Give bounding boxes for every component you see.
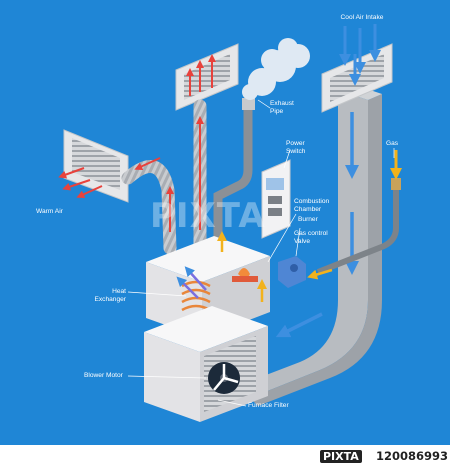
gas-control-valve xyxy=(278,256,306,288)
gas-pipe xyxy=(316,150,402,275)
label-warm-air: Warm Air xyxy=(36,208,63,215)
label-exhaust-pipe: Exhaust Pipe xyxy=(270,100,294,115)
label-gas-control-valve: Gas control Valve xyxy=(294,230,328,245)
exhaust-cloud xyxy=(242,38,310,100)
exhaust-pipe xyxy=(213,98,255,240)
blower-motor xyxy=(204,336,256,412)
label-burner: Burner xyxy=(298,216,318,223)
label-gas: Gas xyxy=(386,140,399,147)
burner-flame xyxy=(232,268,258,282)
cool-air-arrows xyxy=(339,24,381,86)
label-heat-exchanger: Heat Exchanger xyxy=(94,288,126,303)
label-combustion-chamber: Combustion Chamber xyxy=(294,198,330,213)
label-power-switch: Power Switch xyxy=(286,140,306,155)
label-cool-air-intake: Cool Air Intake xyxy=(340,14,384,21)
image-id: 120086993 xyxy=(376,449,449,463)
brand-text: PIXTA xyxy=(320,450,362,463)
label-blower-motor: Blower Motor xyxy=(84,372,123,379)
warm-air-grille-top xyxy=(175,43,239,111)
label-furnace-filter: Furnace Filter xyxy=(248,402,289,409)
brand-logo: PIXTA xyxy=(318,450,362,463)
footer-bar xyxy=(0,445,450,469)
watermark: PIXTA xyxy=(150,196,266,236)
gas-flow-arrows xyxy=(217,231,333,302)
intake-to-exchanger-arrows xyxy=(176,266,207,299)
warm-air-arrows xyxy=(58,54,216,232)
callout-lines xyxy=(127,99,395,407)
power-switch-box xyxy=(261,159,291,239)
